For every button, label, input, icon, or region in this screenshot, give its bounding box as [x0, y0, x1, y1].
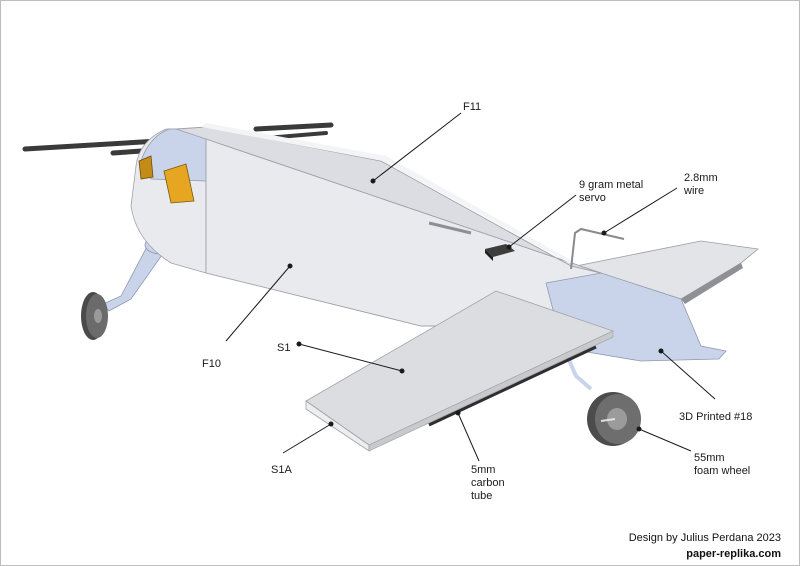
leader-lines [225, 112, 716, 462]
label-3d-printed: 3D Printed #18 [679, 411, 753, 423]
label-f10: F10 [202, 358, 221, 370]
label-s1: S1 [277, 342, 291, 354]
credit-site: paper-replika.com [686, 548, 781, 560]
label-foam-wheel: 55mm foam wheel [694, 452, 751, 477]
label-servo: 9 gram metal servo [579, 179, 644, 204]
front-wheel [81, 292, 108, 340]
label-f11: F11 [463, 101, 482, 113]
credit-designer: Design by Julius Perdana 2023 [628, 532, 781, 544]
tail-wheel [587, 392, 641, 446]
label-wire: 2.8mm wire [684, 172, 718, 197]
label-s1a: S1A [271, 464, 292, 476]
cabin-window [163, 163, 195, 204]
leader-dots [287, 178, 664, 432]
label-carbon-tube: 5mm carbon tube [471, 464, 505, 502]
